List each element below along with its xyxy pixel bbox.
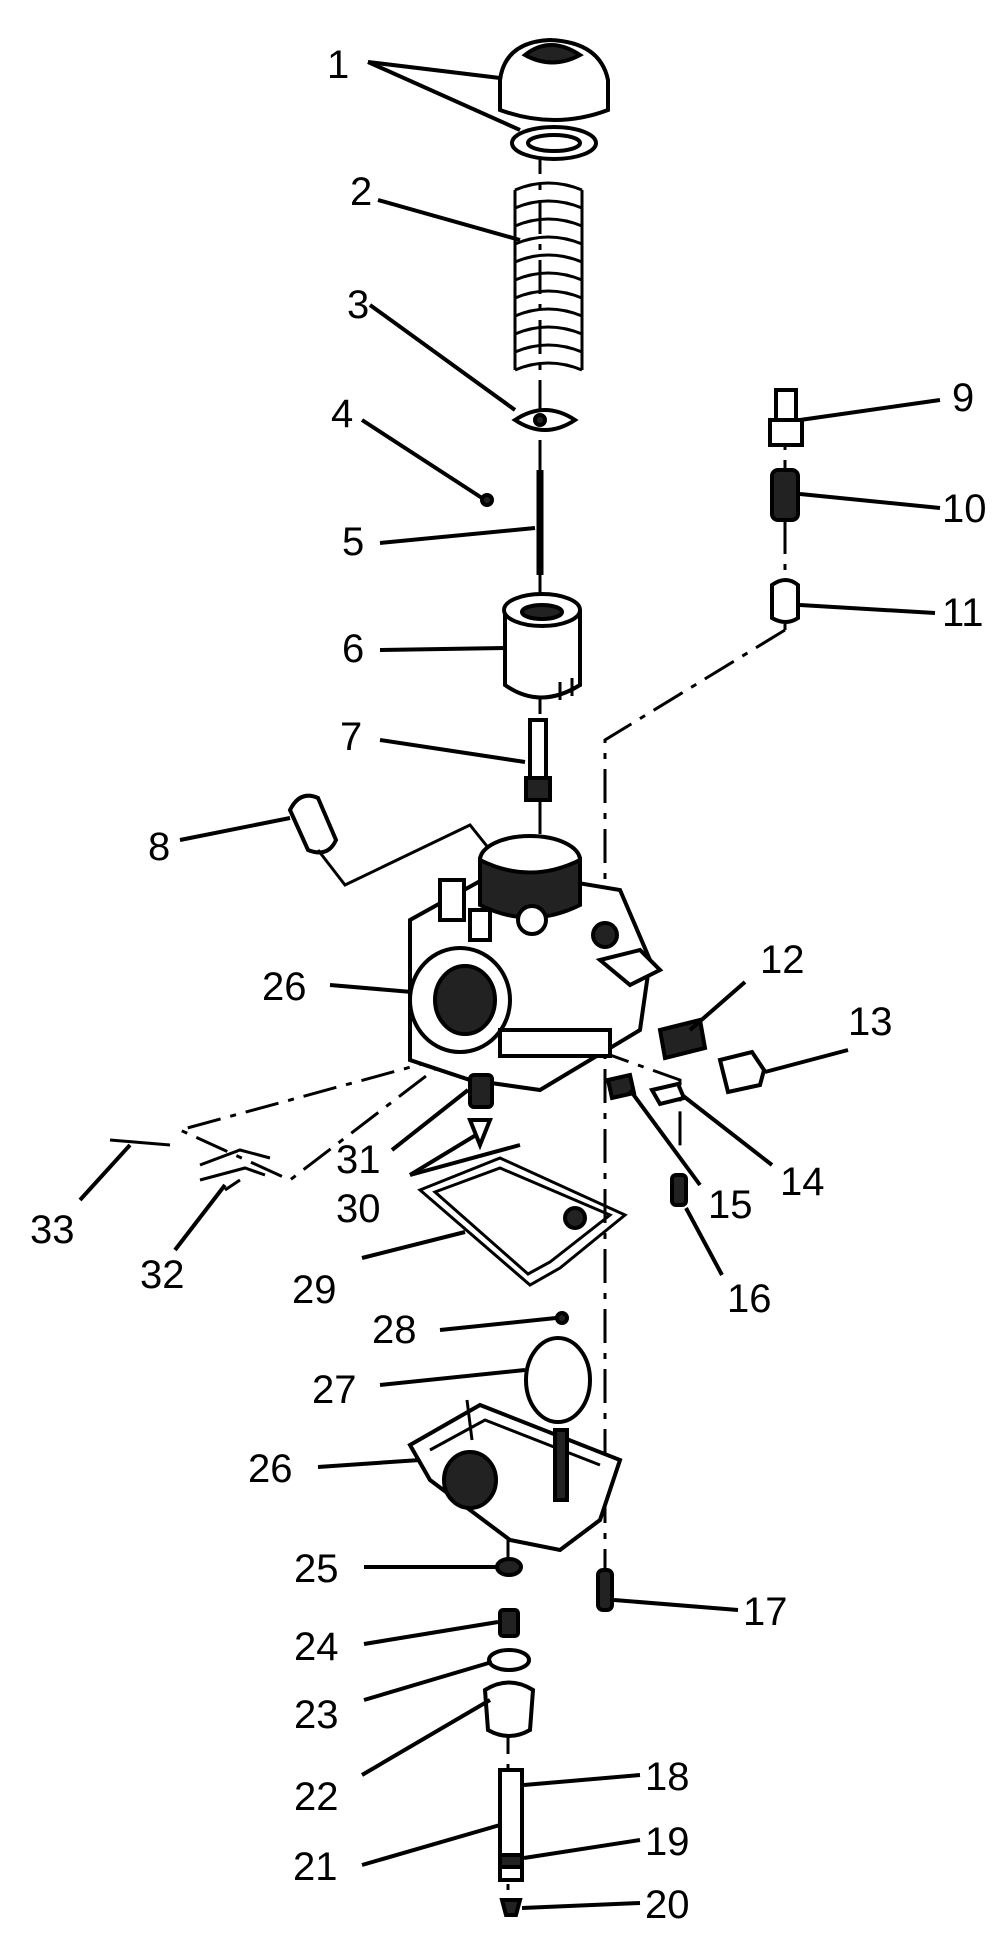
bowl-screw-part [596, 1568, 614, 1612]
float-valve-parts [467, 1073, 494, 1151]
e-clip-part [480, 493, 494, 507]
callout-28: 28 [372, 1308, 417, 1352]
leader-lines [78, 60, 941, 1910]
float-bowl-part [407, 1399, 623, 1553]
spring-part [513, 181, 584, 372]
callout-20: 20 [645, 1883, 690, 1927]
air-screw-part [768, 388, 804, 624]
callout-25: 25 [294, 1547, 339, 1591]
callout-2: 2 [350, 170, 372, 214]
callout-6: 6 [342, 627, 364, 671]
throttle-valve-part [502, 592, 582, 700]
callout-32: 32 [140, 1253, 185, 1297]
callout-18: 18 [645, 1755, 690, 1799]
callout-23: 23 [294, 1693, 339, 1737]
retainer-plate-part [511, 408, 579, 432]
callout-12: 12 [760, 938, 805, 982]
callout-26-bowl: 26 [248, 1447, 293, 1491]
cable-link-parts [109, 1138, 271, 1192]
callout-19: 19 [645, 1820, 690, 1864]
float-part [524, 1311, 592, 1424]
callout-14: 14 [780, 1160, 825, 1204]
callout-26-body: 26 [262, 965, 307, 1009]
callout-labels: 1 2 3 4 5 6 7 8 9 10 11 12 13 14 15 16 1… [30, 43, 987, 1927]
callout-9: 9 [952, 376, 974, 420]
callout-24: 24 [294, 1625, 339, 1669]
callout-29: 29 [292, 1268, 337, 1312]
needle-jet-part [524, 718, 552, 802]
carburetor-body-part [408, 834, 664, 1093]
main-jet-stack [482, 1557, 536, 1917]
callout-3: 3 [347, 283, 369, 327]
callout-22: 22 [294, 1775, 339, 1819]
callout-27: 27 [312, 1368, 357, 1412]
callout-33: 33 [30, 1208, 75, 1252]
callout-13: 13 [848, 1000, 893, 1044]
callout-5: 5 [342, 520, 364, 564]
callout-30: 30 [336, 1187, 381, 1231]
gasket-part [417, 1156, 628, 1287]
throttle-stop-parts [605, 1017, 767, 1207]
callout-11: 11 [942, 591, 984, 635]
callout-16: 16 [727, 1277, 772, 1321]
callout-8: 8 [148, 825, 170, 869]
callout-15: 15 [708, 1183, 753, 1227]
callout-21: 21 [293, 1845, 338, 1889]
callout-4: 4 [331, 392, 353, 436]
callout-7: 7 [340, 715, 362, 759]
callout-1: 1 [327, 43, 349, 87]
callout-31: 31 [336, 1138, 381, 1182]
callout-17: 17 [743, 1590, 788, 1634]
boot-cap-part [287, 793, 492, 887]
cap-part [498, 37, 610, 161]
callout-10: 10 [942, 487, 987, 531]
